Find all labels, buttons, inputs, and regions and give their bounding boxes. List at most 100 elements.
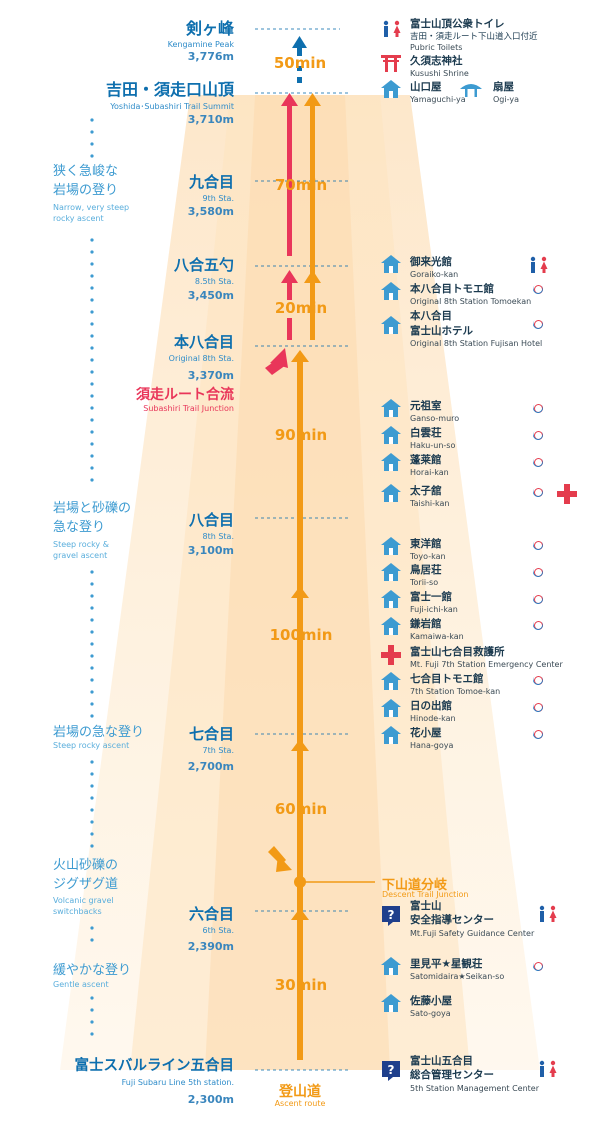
facility-name: 富士山 — [410, 900, 442, 912]
first-aid-icon — [381, 645, 401, 669]
facility-name: 山口屋 — [410, 81, 442, 93]
info-icon: ? — [381, 905, 401, 931]
station-elevation: 3,450m — [187, 289, 234, 302]
facility-name-en: 5th Station Management Center — [410, 1084, 539, 1093]
terrain-label: 火山砂礫の — [53, 858, 119, 873]
facility-name: 富士一館 — [410, 591, 452, 603]
open-icon — [534, 541, 543, 550]
station-elevation: 2,390m — [187, 940, 234, 953]
time-label: 90min — [274, 426, 328, 444]
hut-icon — [381, 426, 401, 448]
terrain-label-en: Gentle ascent — [53, 980, 109, 989]
facility-name: 白雲荘 — [410, 427, 442, 439]
hut-icon — [381, 699, 401, 721]
toilet-icon — [537, 905, 559, 927]
open-icon — [534, 730, 543, 739]
station-name-en: Fuji Subaru Line 5th station. — [121, 1078, 234, 1087]
facility-name-en: Mt. Fuji 7th Station Emergency Center — [410, 660, 563, 669]
open-icon — [534, 431, 543, 440]
facility-name: 日の出館 — [410, 700, 452, 712]
toilet-pictogram — [381, 20, 403, 38]
facility-name-en: Pubric Toilets — [410, 43, 463, 52]
hut-icon — [381, 994, 401, 1016]
open-icon — [534, 703, 543, 712]
facility-note: 吉田・須走ルート下山道入口付近 — [410, 32, 538, 42]
hut-icon — [381, 282, 401, 304]
open-icon — [534, 320, 543, 329]
station-elevation: 2,300m — [187, 1093, 234, 1106]
facility-name: 七合目トモエ館 — [410, 673, 484, 685]
time-label: 20min — [274, 299, 328, 317]
facility-name: 鳥居荘 — [410, 564, 442, 576]
facility-name-2: 富士山ホテル — [410, 325, 473, 337]
facility-name-en: Haku-un-so — [410, 441, 456, 450]
info-icon: ? — [381, 1060, 401, 1086]
hut-icon — [381, 80, 401, 102]
open-icon — [534, 595, 543, 604]
facility-name-en: Satomidaira★Seikan-so — [410, 972, 505, 981]
facility-name: 久須志神社 — [410, 55, 463, 67]
facility-name: 鎌岩館 — [410, 618, 442, 630]
facility-name: 富士山七合目救護所 — [410, 646, 505, 658]
terrain-label: 狭く急峻な — [53, 164, 119, 179]
station-elevation: 3,710m — [187, 113, 234, 126]
facility-name: 富士山五合目 — [410, 1055, 473, 1067]
station-name: 八合五勺 — [173, 256, 234, 274]
facility-name-en: Yamaguchi-ya — [410, 95, 466, 104]
station-elevation: 2,700m — [187, 760, 234, 773]
facility-name-en: Mt.Fuji Safety Guidance Center — [410, 929, 535, 938]
open-icon — [534, 404, 543, 413]
terrain-label: 岩場と砂礫の — [53, 501, 132, 516]
station-elevation: 3,370m — [187, 369, 234, 382]
hut-icon — [381, 399, 401, 421]
descent-arrow — [268, 846, 292, 872]
open-icon — [534, 621, 543, 630]
facility-name: 里見平★星観荘 — [410, 958, 483, 970]
time-label: 60min — [274, 800, 328, 818]
terrain-label-en: Volcanic gravel — [53, 896, 114, 905]
svg-text:?: ? — [388, 1063, 395, 1077]
station-name: 九合目 — [188, 173, 234, 191]
junction-name: 須走ルート合流 — [136, 387, 234, 403]
terrain-label-en: gravel ascent — [53, 551, 108, 560]
station-name: 吉田・須走口山頂 — [105, 80, 234, 99]
facility-name-en: Kusushi Shrine — [410, 69, 469, 78]
station-name: 七合目 — [188, 725, 234, 743]
facility-name: 扇屋 — [493, 81, 514, 93]
rest-house-icon — [460, 81, 482, 101]
facility-name-en: Torii-so — [410, 578, 439, 587]
hut-icon — [381, 672, 401, 694]
open-icon — [534, 676, 543, 685]
facility-name-en: Fuji-ichi-kan — [410, 605, 458, 614]
terrain-label: 岩場の登り — [53, 183, 119, 198]
station-name-en: Original 8th Sta. — [168, 354, 234, 363]
facility-name: 佐藤小屋 — [410, 995, 452, 1007]
time-label: 70min — [274, 176, 328, 194]
station-name-en: 6th Sta. — [202, 926, 235, 935]
terrain-label-en: Steep rocky & — [53, 540, 109, 549]
peak-route — [292, 36, 307, 83]
station-elevation: 3,100m — [187, 544, 234, 557]
facility-name-en: Original 8th Station Fujisan Hotel — [410, 339, 543, 348]
facility-name: 本八合目トモエ館 — [410, 283, 494, 295]
station-name-en: 7th Sta. — [202, 746, 235, 755]
open-icon — [534, 488, 543, 497]
facility-name: 元祖室 — [410, 400, 442, 412]
station-name-en: Kengamine Peak — [167, 40, 234, 49]
station-name-en: Yoshida･Subashiri Trail Summit — [110, 102, 234, 111]
facility-name-en: Ganso-muro — [410, 414, 460, 423]
facility-name-en: Horai-kan — [410, 468, 449, 477]
facility-name-en: Taishi-kan — [410, 499, 450, 508]
station-name: 六合目 — [188, 905, 234, 923]
ascent-route-label: 登山道 — [279, 1084, 321, 1100]
facility-name: 花小屋 — [410, 727, 442, 739]
station-name: 本八合目 — [173, 333, 234, 351]
shrine-icon — [381, 54, 401, 76]
facility-name-2: 総合管理センター — [410, 1069, 494, 1081]
facility-name-en: Original 8th Station Tomoekan — [410, 297, 532, 306]
station-name: 八合目 — [188, 511, 234, 529]
facility-name-en: Sato-goya — [410, 1009, 451, 1018]
time-label: 50min — [273, 54, 327, 72]
facility-name: 富士山頂公衆トイレ — [410, 18, 505, 30]
hut-icon — [381, 453, 401, 475]
